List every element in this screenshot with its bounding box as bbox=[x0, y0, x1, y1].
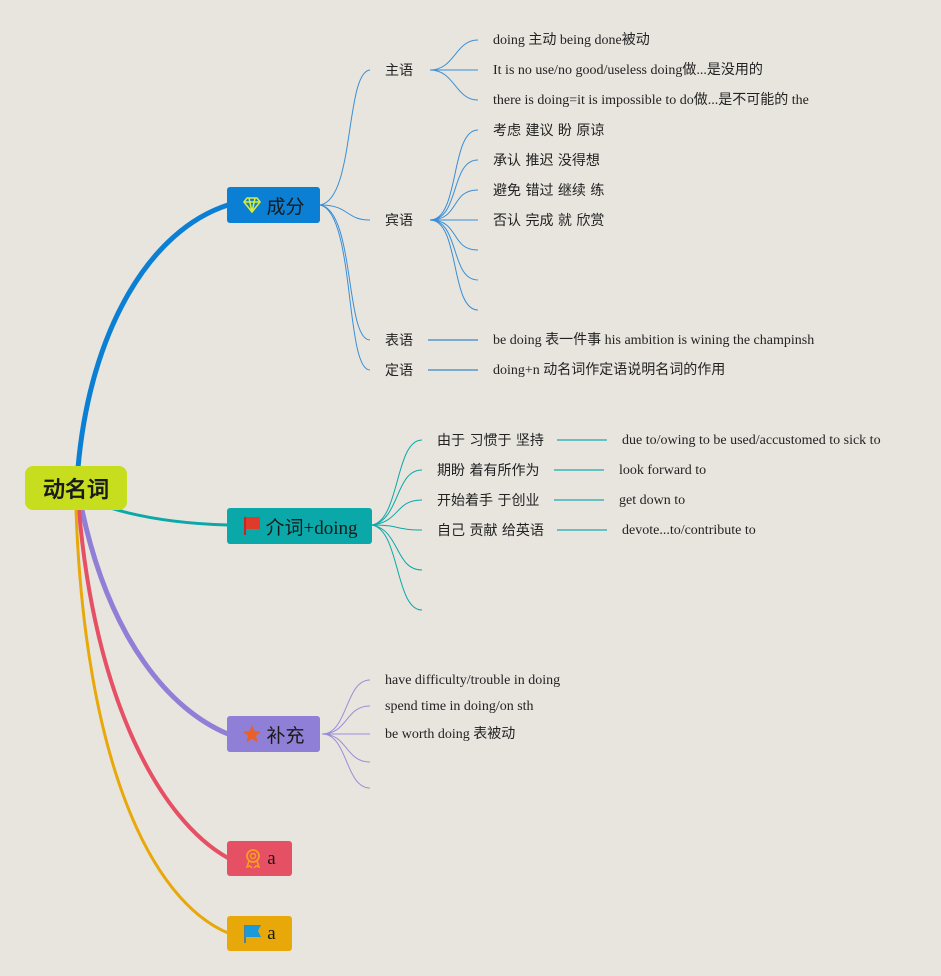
subtopic-subject[interactable]: 主语 bbox=[385, 63, 413, 79]
leaf-item[interactable]: get down to bbox=[619, 493, 686, 508]
blue-flag-icon bbox=[243, 924, 263, 944]
branch-node-preposition-doing[interactable]: 介词+doing bbox=[227, 508, 372, 544]
leaf-item[interactable]: It is no use/no good/useless doing做...是没… bbox=[493, 63, 763, 78]
subtopic-item[interactable]: 自己 贡献 给英语 bbox=[437, 523, 544, 539]
leaf-item[interactable]: have difficulty/trouble in doing bbox=[385, 673, 561, 688]
branch-node-a-red[interactable]: a bbox=[227, 841, 292, 876]
subtopic-item[interactable]: 期盼 着有所作为 bbox=[437, 463, 540, 479]
branch-label: a bbox=[267, 922, 276, 944]
root-label: 动名词 bbox=[42, 478, 109, 503]
branch-node-components[interactable]: 成分 bbox=[227, 187, 320, 223]
root-node[interactable]: 动名词 bbox=[25, 466, 127, 510]
leaf-item[interactable]: 考虑 建议 盼 原谅 bbox=[493, 123, 605, 139]
branch-node-supplement[interactable]: 补充 bbox=[227, 716, 320, 752]
leaf-item[interactable]: 避免 错过 继续 练 bbox=[493, 183, 605, 199]
subtopic-item[interactable]: 开始着手 于创业 bbox=[437, 493, 540, 509]
leaf-item[interactable]: devote...to/contribute to bbox=[622, 523, 756, 538]
award-icon bbox=[243, 848, 263, 869]
subtopic-item[interactable]: 由于 习惯于 坚持 bbox=[437, 433, 544, 449]
leaf-item[interactable]: be worth doing 表被动 bbox=[385, 727, 516, 742]
leaf-item[interactable]: spend time in doing/on sth bbox=[385, 699, 534, 714]
leaf-item[interactable]: doing+n 动名词作定语说明名词的作用 bbox=[493, 363, 726, 378]
branch-label: 补充 bbox=[266, 724, 305, 747]
subtopic-object[interactable]: 宾语 bbox=[385, 213, 413, 229]
flag-icon bbox=[242, 516, 262, 536]
leaf-item[interactable]: 承认 推迟 没得想 bbox=[493, 153, 600, 169]
leaf-item[interactable]: be doing 表一件事 his ambition is wining the… bbox=[493, 333, 815, 348]
branch-label: 成分 bbox=[266, 195, 305, 218]
subtopic-attribute[interactable]: 定语 bbox=[385, 363, 413, 379]
subtopic-predicative[interactable]: 表语 bbox=[385, 333, 413, 349]
leaf-item[interactable]: due to/owing to be used/accustomed to si… bbox=[622, 433, 881, 448]
leaf-item[interactable]: 否认 完成 就 欣赏 bbox=[493, 213, 605, 229]
leaf-item[interactable]: there is doing=it is impossible to do做..… bbox=[493, 93, 809, 108]
leaf-item[interactable]: look forward to bbox=[619, 463, 707, 478]
star-icon bbox=[242, 724, 262, 744]
branch-node-a-orange[interactable]: a bbox=[227, 916, 292, 951]
branch-label: a bbox=[267, 847, 276, 869]
diamond-icon bbox=[242, 195, 262, 215]
leaf-item[interactable]: doing 主动 being done被动 bbox=[493, 33, 650, 48]
branch-label: 介词+doing bbox=[265, 517, 358, 539]
